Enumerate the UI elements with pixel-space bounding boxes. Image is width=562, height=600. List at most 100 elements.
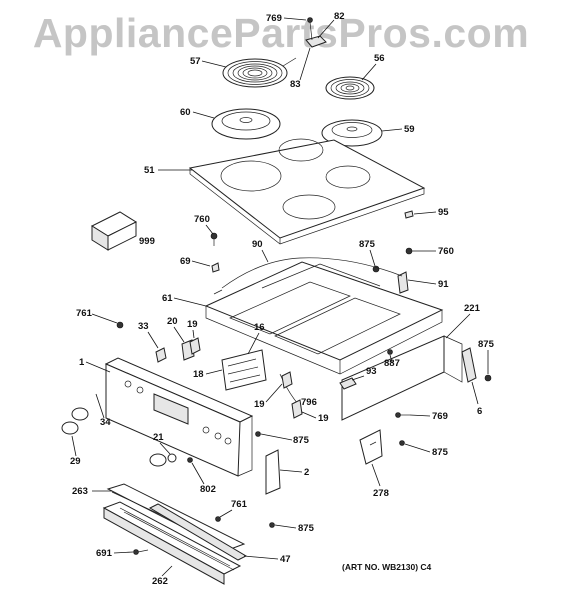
svg-text:19: 19 <box>318 413 329 424</box>
side-panel-221[interactable] <box>341 335 463 421</box>
callout-761-low: 761 <box>219 499 248 518</box>
svg-text:33: 33 <box>138 321 149 332</box>
svg-text:999: 999 <box>139 236 155 247</box>
callout-1: 1 <box>79 357 111 373</box>
support-frame[interactable] <box>204 261 444 375</box>
svg-text:91: 91 <box>438 279 449 290</box>
drip-pan-large[interactable] <box>211 108 281 140</box>
screw-802[interactable] <box>187 457 193 463</box>
knob-21[interactable] <box>149 453 177 467</box>
callout-82: 82 <box>317 11 345 39</box>
svg-text:20: 20 <box>167 316 178 327</box>
callout-221: 221 <box>445 303 481 339</box>
screw-875-low[interactable] <box>269 522 275 528</box>
svg-text:59: 59 <box>404 124 415 135</box>
callout-769-top: 769 <box>266 13 307 24</box>
screw-875-mid[interactable] <box>255 431 261 437</box>
callout-57: 57 <box>190 56 227 68</box>
svg-text:16: 16 <box>254 322 265 333</box>
svg-text:56: 56 <box>374 53 385 64</box>
callout-61: 61 <box>162 293 207 307</box>
callout-875-low: 875 <box>274 523 315 534</box>
clip-93[interactable] <box>339 377 357 390</box>
callout-2: 2 <box>279 467 309 478</box>
burner-receptacle[interactable] <box>305 17 327 48</box>
svg-text:802: 802 <box>200 484 216 495</box>
callout-19-top: 19 <box>187 319 198 339</box>
wire-harness[interactable] <box>213 257 403 295</box>
callout-95: 95 <box>413 207 449 218</box>
svg-text:93: 93 <box>366 366 377 377</box>
svg-text:95: 95 <box>438 207 449 218</box>
screw-769[interactable] <box>395 412 411 418</box>
callout-691: 691 <box>96 548 134 559</box>
svg-text:221: 221 <box>464 303 481 314</box>
control-board[interactable] <box>221 349 267 391</box>
callout-6: 6 <box>471 381 482 417</box>
switch-19-top[interactable] <box>189 337 201 355</box>
svg-text:47: 47 <box>280 554 291 565</box>
parts-box[interactable] <box>90 211 138 251</box>
drip-pan-small[interactable] <box>321 119 383 147</box>
svg-text:19: 19 <box>254 399 265 410</box>
control-panel[interactable] <box>104 357 254 477</box>
screw-761-top[interactable] <box>116 321 124 329</box>
callout-21: 21 <box>153 432 171 455</box>
callout-69: 69 <box>180 256 211 267</box>
bracket-6[interactable] <box>461 347 477 383</box>
callout-875-top: 875 <box>359 239 376 267</box>
callout-769-right: 769 <box>409 411 448 422</box>
callout-19-mid: 19 <box>254 383 283 410</box>
callout-91: 91 <box>407 279 449 290</box>
svg-text:796: 796 <box>301 397 317 408</box>
svg-text:61: 61 <box>162 293 173 304</box>
screw-875-lowright[interactable] <box>399 440 405 446</box>
cooktop[interactable] <box>188 138 426 245</box>
switch-19-low[interactable] <box>291 399 303 419</box>
callout-18: 18 <box>193 369 223 380</box>
callout-760-left: 760 <box>194 214 214 235</box>
svg-text:21: 21 <box>153 432 164 443</box>
callout-59: 59 <box>381 124 415 135</box>
callout-90: 90 <box>252 239 269 263</box>
svg-text:691: 691 <box>96 548 113 559</box>
bracket-91[interactable] <box>397 271 409 294</box>
clip-887[interactable] <box>387 349 393 355</box>
svg-text:6: 6 <box>477 406 482 417</box>
callout-51: 51 <box>144 165 192 176</box>
svg-text:875: 875 <box>293 435 310 446</box>
callout-19-low: 19 <box>301 411 329 424</box>
svg-text:875: 875 <box>432 447 449 458</box>
surface-burner-small[interactable] <box>325 76 375 100</box>
screw-760-right[interactable] <box>405 247 413 255</box>
screw-691[interactable] <box>133 549 149 555</box>
callout-761-top: 761 <box>76 308 118 324</box>
screw-761-low[interactable] <box>215 516 221 522</box>
vent-trim-262[interactable] <box>102 501 242 585</box>
callout-34: 34 <box>95 393 111 428</box>
callout-262: 262 <box>152 565 173 587</box>
svg-text:18: 18 <box>193 369 204 380</box>
switch-19-mid[interactable] <box>281 371 293 389</box>
svg-text:262: 262 <box>152 576 168 587</box>
screw-875-right[interactable] <box>484 374 492 382</box>
clip-69[interactable] <box>211 262 220 273</box>
screw-760-left[interactable] <box>210 232 218 246</box>
svg-text:83: 83 <box>290 79 301 90</box>
svg-text:761: 761 <box>76 308 93 319</box>
callout-875-lowright: 875 <box>404 443 449 458</box>
knob-29[interactable] <box>61 407 89 435</box>
switch-33[interactable] <box>155 347 167 363</box>
callout-16: 16 <box>247 322 265 355</box>
svg-text:2: 2 <box>304 467 309 478</box>
svg-text:887: 887 <box>384 358 400 369</box>
surface-burner-large[interactable] <box>222 57 297 88</box>
clip-95[interactable] <box>404 210 414 219</box>
svg-text:1: 1 <box>79 357 85 368</box>
bracket-2[interactable] <box>265 449 281 495</box>
svg-text:760: 760 <box>194 214 210 225</box>
svg-text:69: 69 <box>180 256 191 267</box>
callout-999: 999 <box>139 236 155 247</box>
callout-33: 33 <box>138 321 159 349</box>
bracket-278[interactable] <box>359 429 383 465</box>
